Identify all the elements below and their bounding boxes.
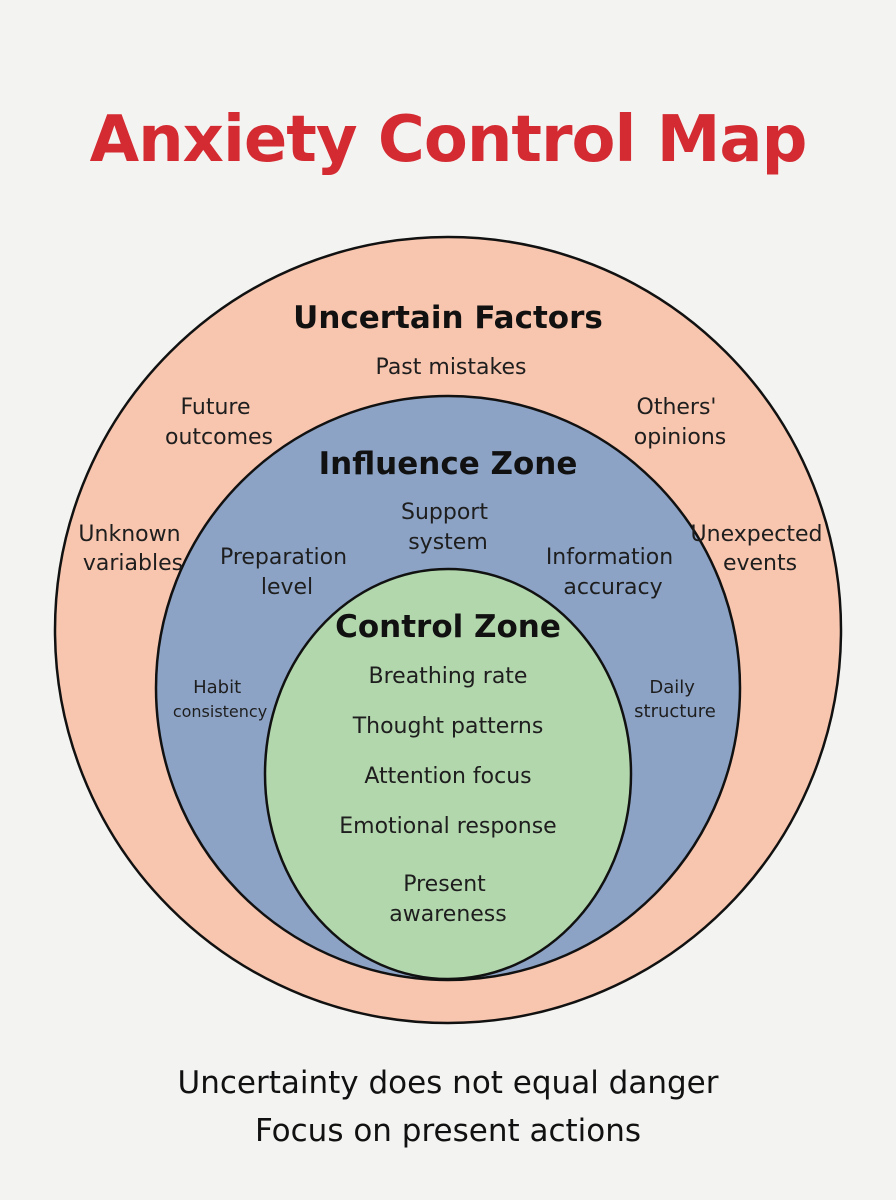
control-zone-title: Control Zone bbox=[335, 609, 561, 645]
item-breathing-rate: Breathing rate bbox=[369, 664, 528, 689]
item-preparation-level-line1: Preparation bbox=[220, 545, 347, 570]
item-unknown-variables-line1: Unknown bbox=[78, 522, 180, 547]
item-unknown-variables-line2: variables bbox=[83, 551, 183, 576]
item-support-system-line1: Support bbox=[401, 500, 488, 525]
item-habit-consistency-line1: Habit bbox=[193, 677, 241, 698]
item-information-accuracy-line1: Information bbox=[546, 545, 673, 570]
item-past-mistakes: Past mistakes bbox=[376, 355, 527, 380]
item-future-outcomes-line1: Future bbox=[180, 395, 250, 420]
item-future-outcomes: Future outcomes bbox=[165, 395, 273, 450]
item-habit-consistency-line2: consistency bbox=[173, 702, 267, 721]
item-daily-structure-line2: structure bbox=[634, 701, 716, 722]
item-support-system: Support system bbox=[401, 500, 495, 555]
item-others-opinions-line2: opinions bbox=[634, 425, 726, 450]
page-title: Anxiety Control Map bbox=[89, 103, 808, 177]
item-information-accuracy: Information accuracy bbox=[546, 545, 680, 600]
uncertain-factors-title: Uncertain Factors bbox=[293, 300, 603, 336]
item-attention-focus: Attention focus bbox=[364, 764, 531, 789]
item-present-awareness-line1: Present bbox=[403, 872, 486, 897]
item-unexpected-events-line2: events bbox=[723, 551, 797, 576]
item-preparation-level: Preparation level bbox=[220, 545, 354, 600]
item-unknown-variables: Unknown variables bbox=[78, 522, 187, 576]
item-unexpected-events: Unexpected events bbox=[691, 522, 830, 576]
item-present-awareness-line2: awareness bbox=[389, 902, 506, 927]
item-unexpected-events-line1: Unexpected bbox=[691, 522, 823, 547]
item-thought-patterns: Thought patterns bbox=[352, 714, 544, 739]
item-support-system-line2: system bbox=[408, 530, 488, 555]
item-present-awareness: Present awareness bbox=[389, 872, 506, 927]
item-daily-structure: Daily structure bbox=[634, 677, 716, 722]
item-emotional-response: Emotional response bbox=[339, 814, 556, 839]
item-others-opinions-line1: Others' bbox=[637, 395, 717, 420]
item-others-opinions: Others' opinions bbox=[634, 395, 726, 450]
item-daily-structure-line1: Daily bbox=[649, 677, 695, 698]
item-preparation-level-line2: level bbox=[261, 575, 313, 600]
item-habit-consistency: Habit consistency bbox=[173, 677, 267, 721]
item-information-accuracy-line2: accuracy bbox=[563, 575, 662, 600]
footer-line-2: Focus on present actions bbox=[254, 1113, 642, 1149]
item-future-outcomes-line2: outcomes bbox=[165, 425, 273, 450]
control-zone-ellipse bbox=[263, 567, 633, 981]
footer-line-1: Uncertainty does not equal danger bbox=[177, 1065, 719, 1101]
influence-zone-title: Influence Zone bbox=[319, 446, 578, 482]
